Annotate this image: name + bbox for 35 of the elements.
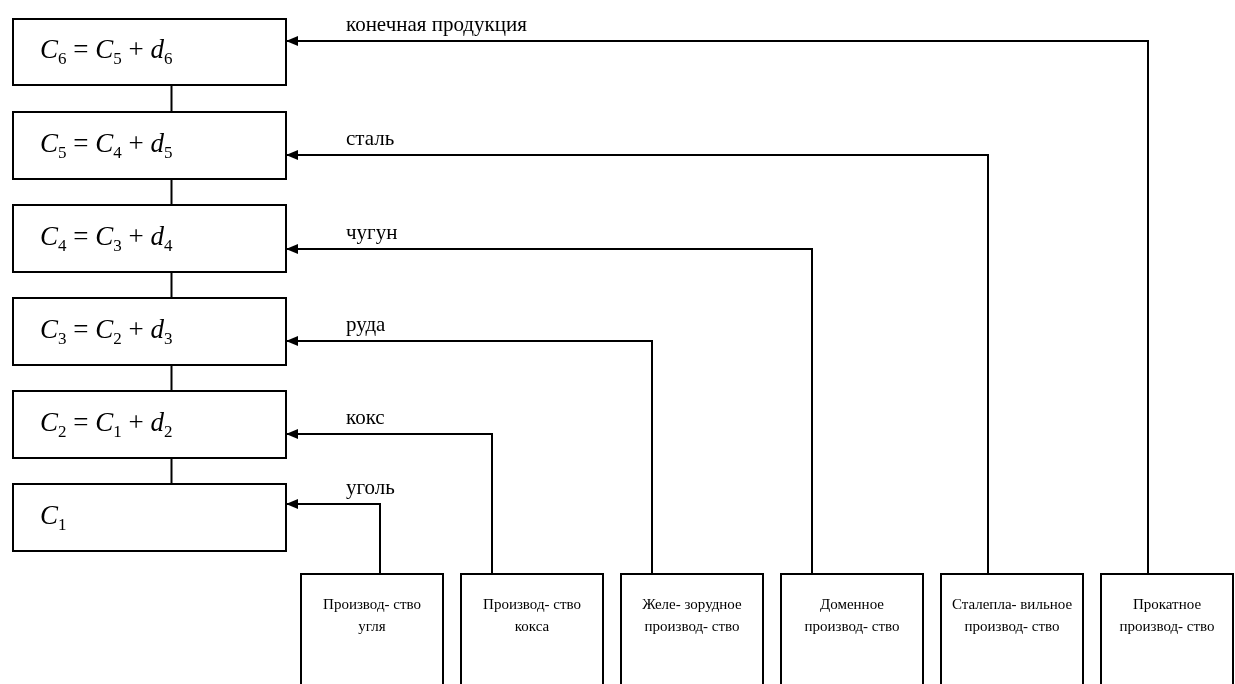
box-label: Доменное производ- ство — [803, 595, 901, 636]
box-label: Производ- ство угля — [322, 595, 422, 636]
connector-line — [170, 179, 173, 205]
box-label: Сталепла- вильное производ- ство — [950, 595, 1074, 636]
arrow — [286, 499, 381, 574]
formula: C$_{4}$ = C$_{3}$ + d$_{4}$ — [40, 220, 173, 257]
arrow — [286, 36, 1149, 574]
connector-line — [170, 458, 173, 484]
process-box — [780, 573, 924, 684]
box-label: Прокатное производ- ство — [1118, 595, 1216, 636]
formula-box — [12, 18, 287, 86]
formula: C$_{1}$ — [40, 499, 67, 536]
arrow — [286, 336, 653, 574]
formula-box — [12, 483, 287, 552]
process-box — [1100, 573, 1234, 684]
process-box — [620, 573, 764, 684]
arrow — [286, 150, 989, 574]
formula-box — [12, 204, 287, 273]
arrow — [286, 244, 813, 574]
process-box — [460, 573, 604, 684]
connector-line — [170, 85, 173, 112]
box-label: Производ- ство кокса — [482, 595, 582, 636]
box-label: Желе- зорудное производ- ство — [641, 595, 743, 636]
arrow — [286, 429, 493, 574]
process-box — [940, 573, 1084, 684]
formula-box — [12, 297, 287, 366]
formula-box — [12, 111, 287, 180]
process-box — [300, 573, 444, 684]
connector-line — [170, 272, 173, 298]
formula-box — [12, 390, 287, 459]
formula: C$_{3}$ = C$_{2}$ + d$_{3}$ — [40, 313, 173, 350]
formula: C$_{5}$ = C$_{4}$ + d$_{5}$ — [40, 127, 173, 164]
formula: C$_{6}$ = C$_{5}$ + d$_{6}$ — [40, 34, 173, 70]
formula: C$_{2}$ = C$_{1}$ + d$_{2}$ — [40, 406, 173, 443]
connector-line — [170, 365, 173, 391]
